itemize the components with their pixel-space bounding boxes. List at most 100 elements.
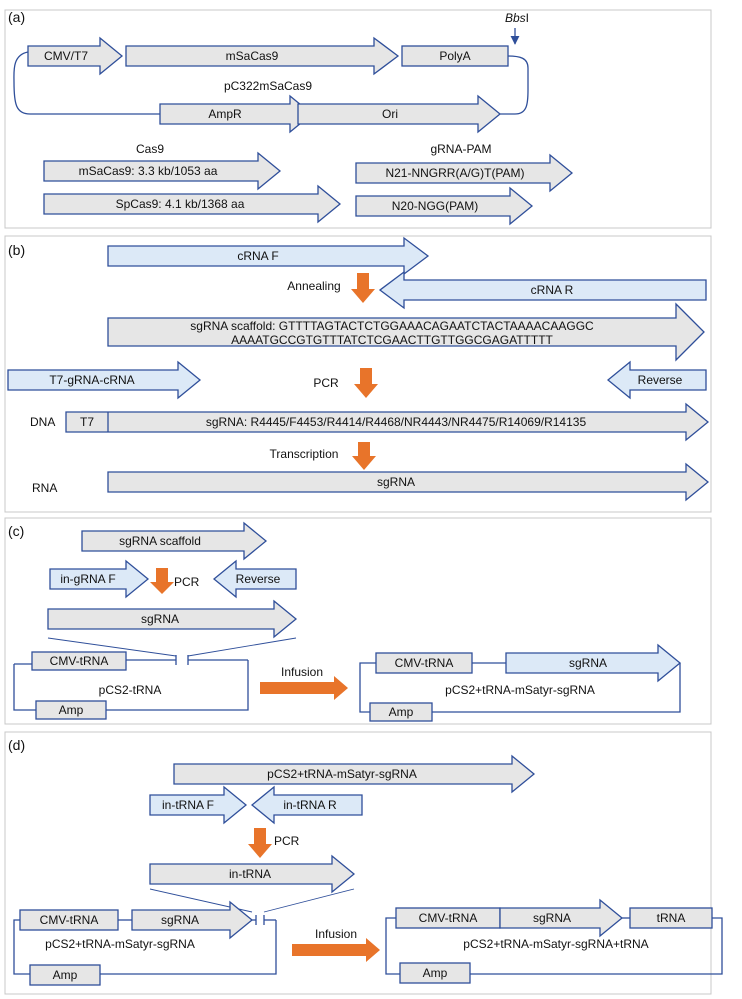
t7-grna-label: T7-gRNA-cRNA (49, 373, 134, 387)
annealing-label: Annealing (287, 279, 340, 293)
panel-a-label: (a) (8, 9, 25, 25)
pcs2-trna-name: pCS2-tRNA (99, 683, 162, 697)
n21-arrow: N21-NNGRR(A/G)T(PAM) (355, 153, 574, 193)
in-trna-r-arrow: in-tRNA R (250, 785, 363, 825)
sgrna-d-label: sgRNA (161, 913, 199, 927)
panel-c: (c) sgRNA scaffold in-gRNA F PCR Reverse… (4, 517, 712, 725)
panel-c-label: (c) (8, 523, 24, 539)
insert-guide-left (47, 637, 177, 657)
cmv-t7-arrow: CMV/T7 (27, 36, 124, 76)
product-c-plasmid: CMV-tRNA sgRNA pCS2+tRNA-mSatyr-sgRNA Am… (359, 643, 682, 722)
sgrna-c-arrow: sgRNA (47, 599, 298, 639)
msacas9-label: mSaCas9 (226, 49, 279, 63)
panel-a-border (4, 9, 712, 229)
in-grna-f-label: in-gRNA F (60, 572, 115, 586)
pcr-b-label: PCR (313, 376, 339, 390)
transcription-arrow-icon (352, 442, 376, 470)
bbsi-site: BbsI (505, 11, 529, 45)
scaffold-line1: sgRNA scaffold: GTTTTAGTACTCTGGAAACAGAAT… (190, 319, 594, 333)
annealing-arrow-icon (351, 273, 375, 303)
amp-d-label: Amp (53, 968, 78, 982)
infusion-c-arrow-icon (260, 676, 348, 700)
insert-d-guide-right (263, 888, 355, 913)
pcr-b-arrow-icon (354, 368, 378, 398)
panel-a: (a) CMV/T7 mSaCas9 PolyA BbsI pC322mSaCa… (4, 9, 712, 229)
scaffold-c-arrow: sgRNA scaffold (81, 521, 268, 561)
product-d-name: pCS2+tRNA-mSatyr-sgRNA+tRNA (463, 937, 648, 951)
in-trna-label: in-tRNA (229, 867, 271, 881)
n20-arrow: N20-NGG(PAM) (355, 186, 534, 226)
scaffold-line2: AAAATGCCGTGTTTATCTCGAACTTGTTGGCGAGATTTTT (231, 333, 553, 347)
pcr-c-label: PCR (174, 575, 200, 589)
in-trna-f-arrow: in-tRNA F (149, 785, 248, 825)
panel-b-border (4, 235, 712, 513)
in-grna-f-arrow: in-gRNA F (49, 559, 150, 599)
pcr-c-arrow-icon (150, 568, 174, 594)
crna-f-arrow: cRNA F (107, 236, 430, 276)
pcs2-trna-plasmid: CMV-tRNA pCS2-tRNA Amp (13, 651, 249, 720)
msacas9-size-arrow: mSaCas9: 3.3 kb/1053 aa (43, 151, 282, 191)
plasmid-a-right-line (500, 55, 529, 115)
amp-c2-label: Amp (389, 705, 414, 719)
bbsi-label: BbsI (505, 11, 529, 25)
infusion-d-arrow-icon (292, 938, 380, 962)
msacas9-size-label: mSaCas9: 3.3 kb/1053 aa (79, 164, 218, 178)
rna-label: RNA (32, 481, 57, 495)
plasmid-a-name: pC322mSaCas9 (224, 79, 312, 93)
spcas9-size-arrow: SpCas9: 4.1 kb/1368 aa (43, 184, 342, 224)
t7-label: T7 (80, 415, 94, 429)
ori-label: Ori (382, 107, 398, 121)
panel-b: (b) cRNA F Annealing cRNA R sgRNA scaffo… (4, 235, 712, 513)
trna-d-label: tRNA (657, 911, 686, 925)
sgrna-d2-label: sgRNA (533, 911, 571, 925)
cas9-heading: Cas9 (136, 142, 164, 156)
vector-d-name: pCS2+tRNA-mSatyr-sgRNA (45, 937, 195, 951)
cmv-trna-d2-label: CMV-tRNA (419, 911, 478, 925)
ori-arrow: Ori (297, 94, 502, 134)
rna-arrow: sgRNA (107, 462, 710, 502)
crna-f-label: cRNA F (237, 249, 278, 263)
vector-d-plasmid: CMV-tRNA sgRNA pCS2+tRNA-mSatyr-sgRNA Am… (13, 900, 277, 986)
in-trna-f-label: in-tRNA F (162, 798, 214, 812)
sgrna-c-label: sgRNA (141, 612, 179, 626)
infusion-c-label: Infusion (281, 665, 323, 679)
t7-grna-arrow: T7-gRNA-cRNA (7, 360, 202, 400)
template-d-label: pCS2+tRNA-mSatyr-sgRNA (267, 767, 417, 781)
insert-guide-right (187, 637, 297, 657)
infusion-d-label: Infusion (315, 927, 357, 941)
polya-box: PolyA (401, 45, 509, 67)
in-trna-arrow: in-tRNA (149, 854, 356, 894)
scaffold-arrow: sgRNA scaffold: GTTTTAGTACTCTGGAAACAGAAT… (107, 302, 705, 362)
pcr-d-label: PCR (274, 834, 300, 848)
panel-d: (d) pCS2+tRNA-mSatyr-sgRNA in-tRNA F in-… (4, 731, 723, 995)
panel-b-label: (b) (8, 242, 25, 258)
cmv-t7-label: CMV/T7 (44, 49, 88, 63)
n20-label: N20-NGG(PAM) (392, 199, 478, 213)
transcription-label: Transcription (270, 447, 339, 461)
dna-label: DNA (30, 415, 55, 429)
ampr-arrow: AmpR (159, 94, 314, 134)
reverse-b-arrow: Reverse (606, 360, 707, 400)
cmv-trna-c2-label: CMV-tRNA (395, 656, 454, 670)
in-trna-r-label: in-tRNA R (283, 798, 337, 812)
ampr-label: AmpR (208, 107, 242, 121)
infusion-c: Infusion (260, 665, 348, 700)
msacas9-arrow: mSaCas9 (125, 36, 400, 76)
rna-sgrna-label: sgRNA (377, 475, 415, 489)
amp-d2-label: Amp (423, 966, 448, 980)
reverse-b-label: Reverse (638, 373, 683, 387)
scaffold-c-label: sgRNA scaffold (119, 534, 201, 548)
product-d-plasmid: CMV-tRNA sgRNA tRNA pCS2+tRNA-mSatyr-sgR… (385, 898, 723, 984)
cmv-trna-c-label: CMV-tRNA (50, 654, 109, 668)
infusion-d: Infusion (292, 927, 380, 962)
sgrna-list-label: sgRNA: R4445/F4453/R4414/R4468/NR4443/NR… (206, 415, 587, 429)
polya-label: PolyA (439, 49, 470, 63)
template-d-arrow: pCS2+tRNA-mSatyr-sgRNA (173, 754, 536, 794)
crna-r-arrow: cRNA R (378, 270, 707, 310)
reverse-c-arrow: Reverse (212, 559, 297, 599)
amp-c-label: Amp (59, 703, 84, 717)
n21-label: N21-NNGRR(A/G)T(PAM) (385, 166, 524, 180)
panel-d-border (4, 731, 712, 995)
panel-d-label: (d) (8, 737, 25, 753)
